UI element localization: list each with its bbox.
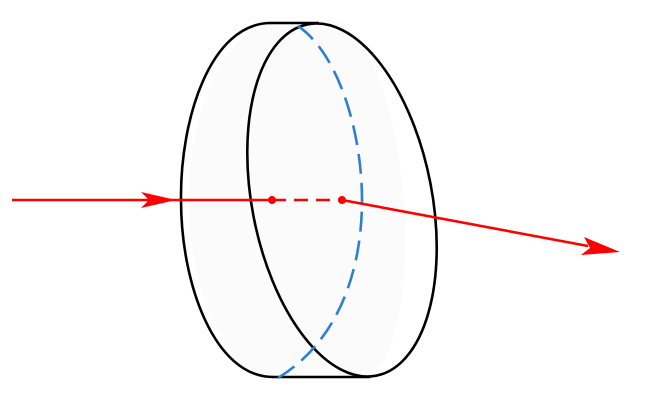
- exit-ray: [341, 198, 589, 248]
- front-face-edge: [245, 22, 439, 378]
- incident-ray-arrowhead: [141, 192, 176, 208]
- exit-ray-arrowhead: [581, 237, 620, 255]
- hidden-back-edge: [277, 24, 364, 380]
- disk-body-fill: [188, 19, 406, 378]
- entry-point: [268, 196, 276, 204]
